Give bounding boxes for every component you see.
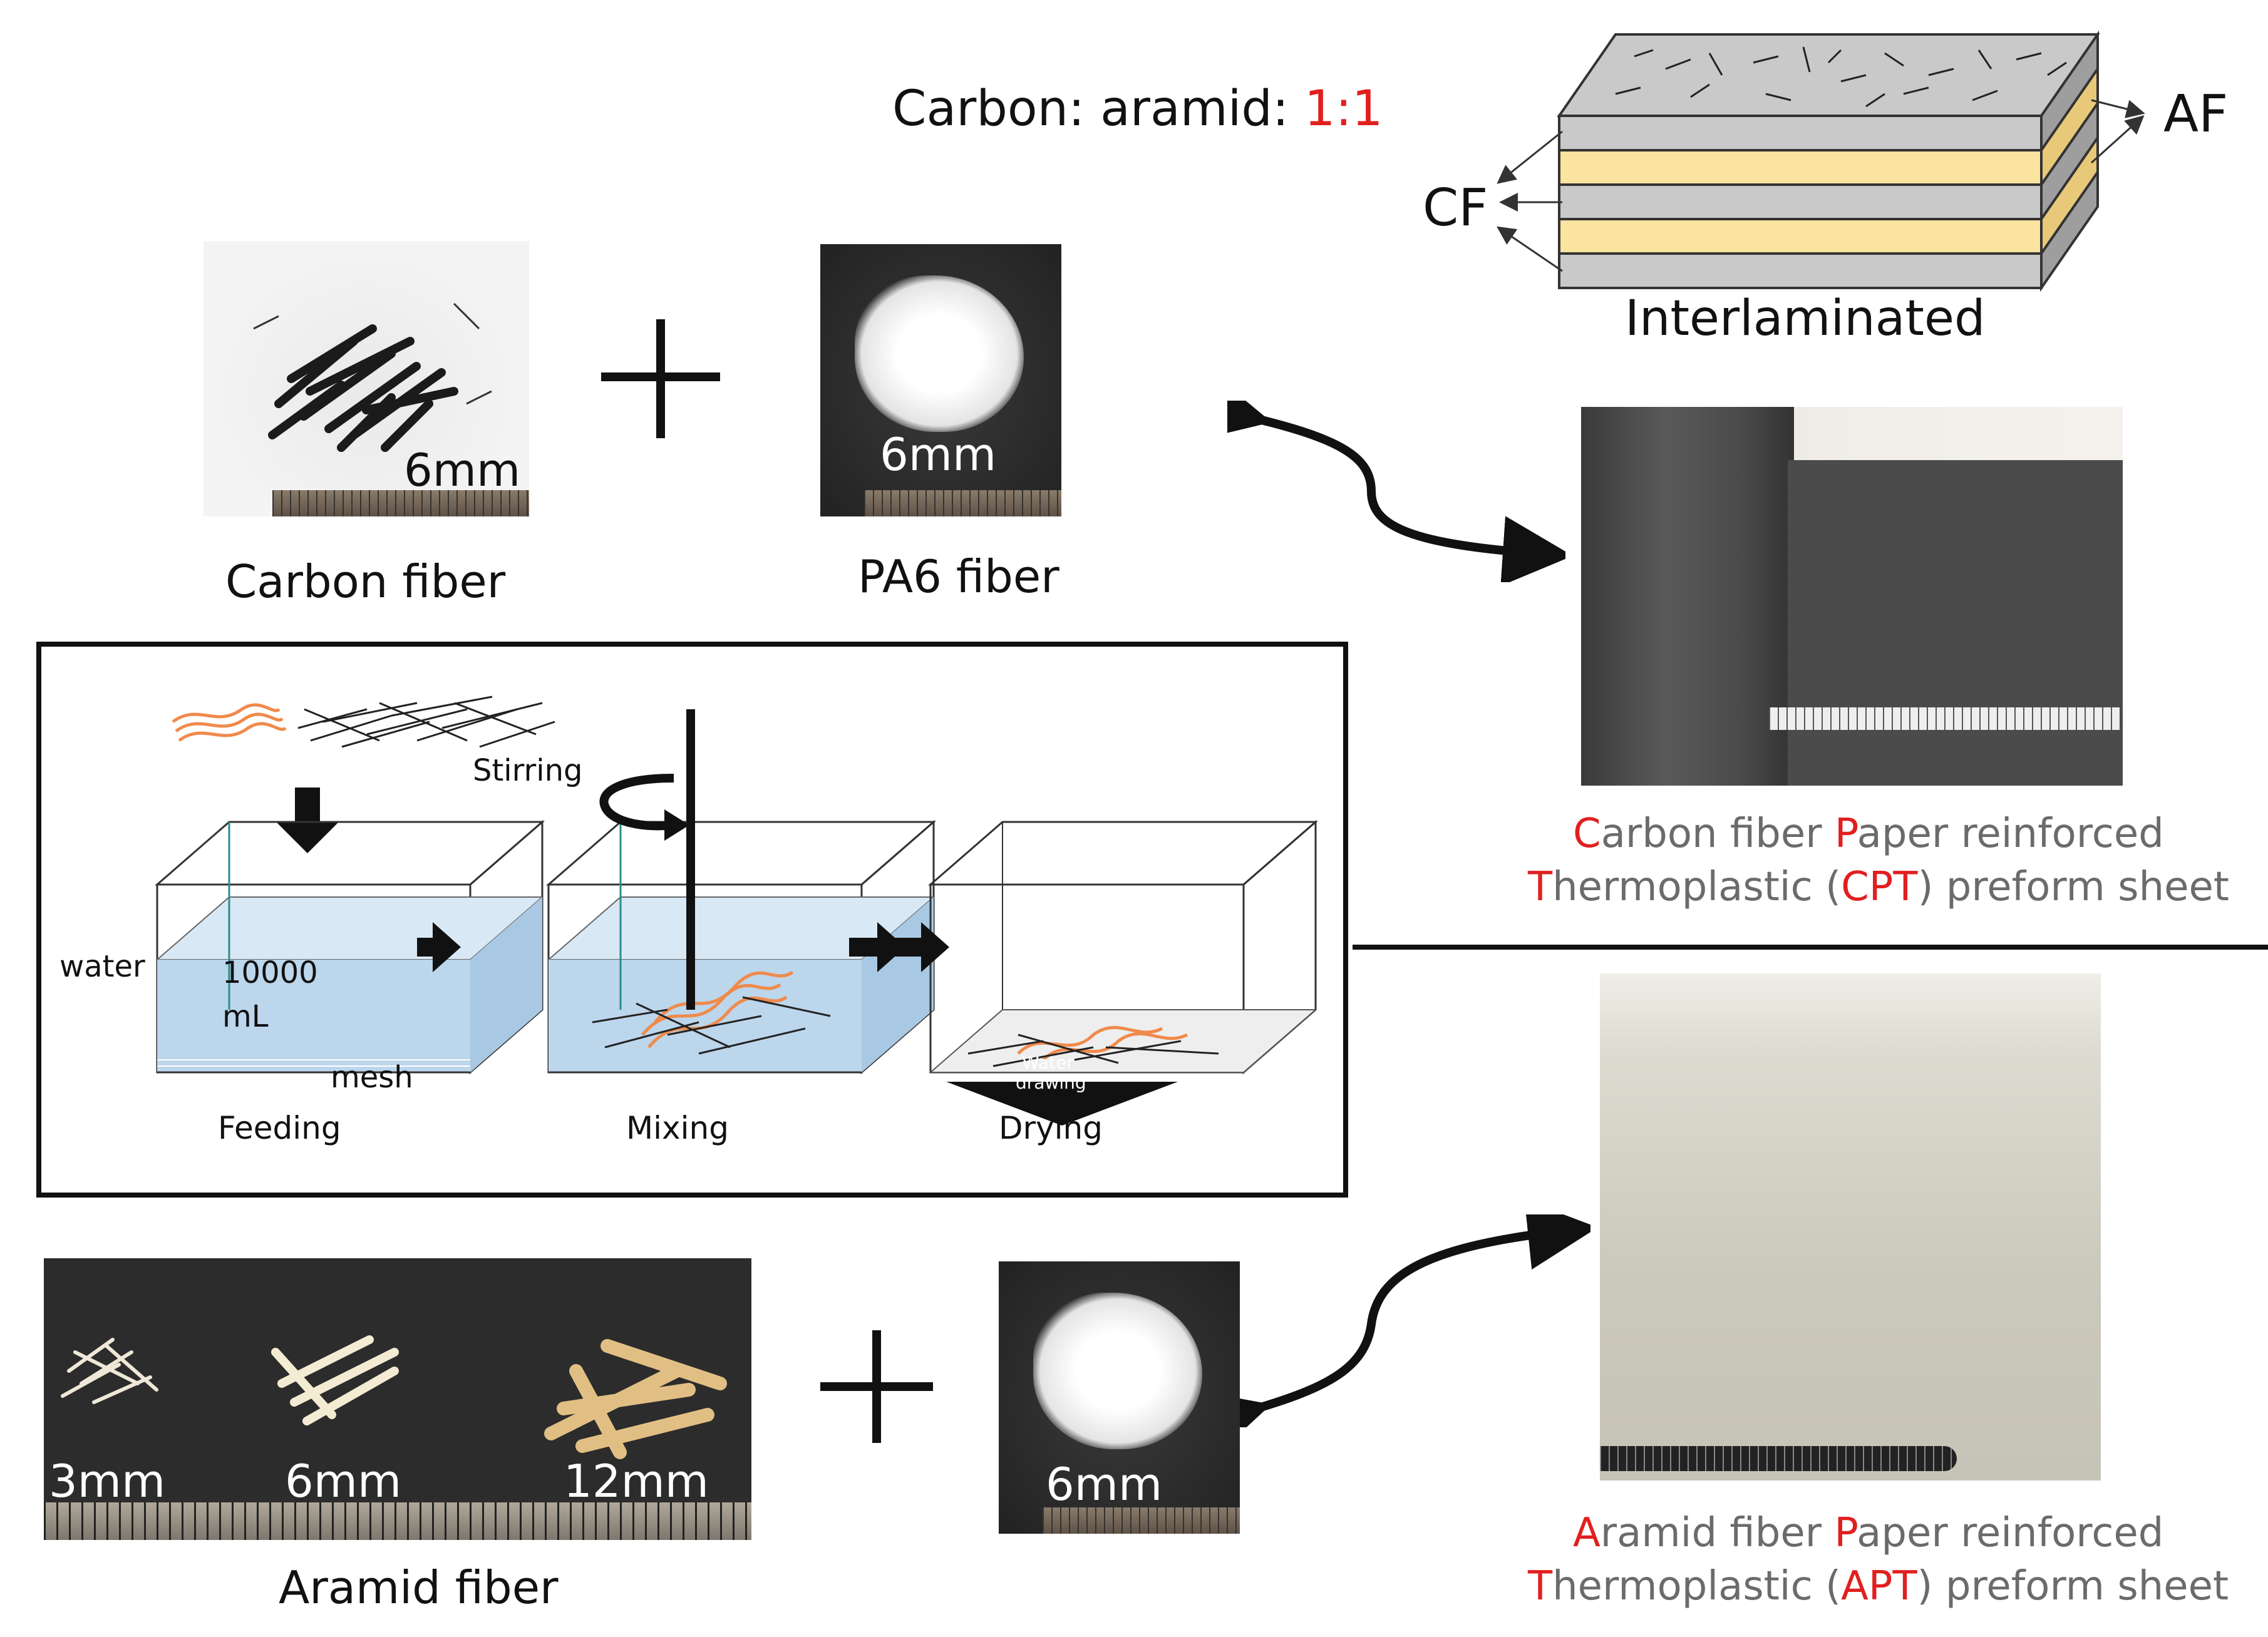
process-box bbox=[36, 642, 1348, 1198]
af-label: AF bbox=[2163, 85, 2229, 144]
apt-caption-line1: Aramid fiber Paper reinforced bbox=[1573, 1510, 2164, 1556]
layer-cf-3 bbox=[1558, 252, 2043, 289]
ratio-text: Carbon: aramid: 1:1 bbox=[892, 85, 1383, 133]
carbon-fiber-caption: Carbon fiber bbox=[225, 555, 506, 608]
stirrer-rod bbox=[686, 709, 695, 1010]
step-feeding: Feeding bbox=[218, 1110, 341, 1146]
orange-fibers-top bbox=[172, 703, 287, 742]
arrow-pa6-to-cpt bbox=[1227, 401, 1565, 582]
cpt-sheet-photo bbox=[1581, 407, 2123, 786]
aramid-fiber-caption: Aramid fiber bbox=[279, 1561, 559, 1614]
laminate-top-face bbox=[1557, 33, 2100, 117]
ratio-value: 1:1 bbox=[1304, 81, 1383, 137]
volume-label-2: mL bbox=[222, 999, 269, 1034]
cf-label: CF bbox=[1423, 178, 1488, 238]
cpt-caption-line2: Thermoplastic (CPT) preform sheet bbox=[1528, 864, 2229, 910]
arrow-pa6b-to-apt bbox=[1234, 1214, 1590, 1427]
layer-af-2 bbox=[1558, 218, 2043, 255]
carbon-size-label: 6mm bbox=[404, 444, 521, 496]
pa6-fiber-photo-2: 6mm bbox=[999, 1261, 1240, 1534]
process-diagram bbox=[154, 695, 1319, 1126]
layer-af-1 bbox=[1558, 149, 2043, 186]
step-mixing: Mixing bbox=[626, 1110, 729, 1146]
aramid-fiber-photo: 3mm 6mm 12mm bbox=[44, 1258, 751, 1540]
pa6-fiber-tuft-2 bbox=[1033, 1293, 1202, 1449]
apt-sheet-photo bbox=[1600, 973, 2101, 1480]
aramid-size-6mm: 6mm bbox=[285, 1455, 402, 1507]
layer-cf-2 bbox=[1558, 183, 2043, 220]
feeding-arrow bbox=[276, 788, 339, 853]
tank-feeding bbox=[154, 819, 545, 1075]
pa6-size-label: 6mm bbox=[880, 428, 997, 481]
aramid-fiber-bundles bbox=[61, 1335, 727, 1459]
carbon-fiber-strands bbox=[253, 302, 492, 452]
divider-line bbox=[1353, 945, 2268, 950]
laminate-diagram bbox=[1497, 30, 2145, 292]
volume-label-1: 10000 bbox=[222, 955, 318, 990]
layer-cf-1 bbox=[1558, 115, 2043, 151]
cpt-ruler bbox=[1769, 707, 2120, 730]
pa6-fiber-tuft bbox=[855, 275, 1024, 432]
pa6-fiber-photo: 6mm bbox=[820, 244, 1061, 516]
aramid-size-12mm: 12mm bbox=[564, 1455, 709, 1507]
stirring-arrow bbox=[599, 774, 674, 831]
apt-ruler bbox=[1600, 1446, 1957, 1471]
aramid-size-3mm: 3mm bbox=[49, 1455, 166, 1507]
cpt-caption-line1: Carbon fiber Paper reinforced bbox=[1573, 811, 2164, 857]
water-drawing-label-2: drawing bbox=[1016, 1072, 1086, 1093]
cpt-unrolled-sheet bbox=[1788, 460, 2123, 786]
water-label: water bbox=[59, 949, 145, 984]
pa6-ruler bbox=[864, 490, 1061, 516]
laminate-caption: Interlaminated bbox=[1625, 290, 1986, 347]
tank-drying bbox=[927, 819, 1319, 1075]
carbon-fiber-photo: 6mm bbox=[204, 241, 529, 516]
water-drawing-label-1: Water bbox=[1022, 1052, 1074, 1073]
plus-sign-1 bbox=[601, 319, 720, 438]
pa6-2-size-label: 6mm bbox=[1046, 1458, 1163, 1511]
pa6-fiber-caption: PA6 fiber bbox=[858, 550, 1059, 603]
top-fibers bbox=[1615, 46, 2067, 108]
carbon-ruler bbox=[272, 490, 529, 516]
mesh-label: mesh bbox=[331, 1060, 413, 1095]
stirring-label: Stirring bbox=[473, 753, 583, 788]
water-drawing-arrow bbox=[946, 1082, 1178, 1126]
pa6-ruler-2 bbox=[1043, 1507, 1240, 1534]
black-fibers-top bbox=[297, 695, 555, 748]
plus-sign-2 bbox=[820, 1330, 933, 1443]
step-drying: Drying bbox=[999, 1110, 1103, 1146]
ratio-prefix: Carbon: aramid: bbox=[892, 81, 1304, 137]
aramid-ruler bbox=[44, 1502, 751, 1540]
cpt-roll bbox=[1581, 407, 1794, 786]
apt-caption-line2: Thermoplastic (APT) preform sheet bbox=[1528, 1563, 2229, 1609]
